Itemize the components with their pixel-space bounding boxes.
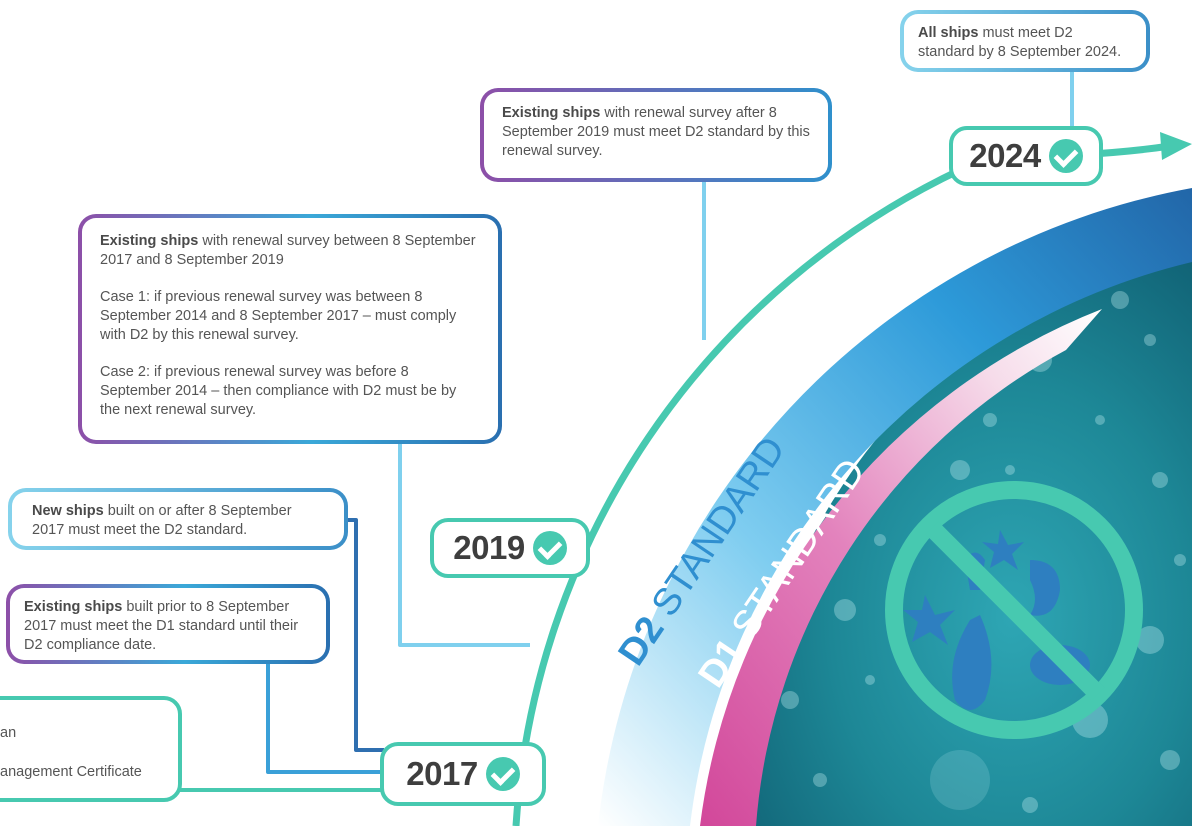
d1-standard-band — [700, 309, 1102, 826]
box-text: built on or after 8 September 2017 must … — [32, 503, 292, 538]
check-circle-icon — [532, 531, 567, 565]
box-text: must meet D2 standard by 8 September 202… — [918, 25, 1122, 60]
year-label: 2024 — [969, 137, 1041, 174]
check-circle-icon — [1048, 139, 1083, 173]
certificate-box: an anagement Certificate — [0, 696, 182, 802]
box-bold: New ships — [32, 503, 104, 519]
certificate-line-2: anagement Certificate — [0, 764, 142, 780]
connector-lines — [176, 70, 1074, 792]
renewal-2019-box: Existing ships with renewal survey after… — [480, 88, 832, 182]
box-bold: All ships — [918, 25, 979, 41]
timeline-arc — [512, 166, 962, 826]
check-circle-icon — [485, 757, 520, 791]
box-bold: Existing ships — [24, 599, 123, 615]
case-1-text: Case 1: if previous renewal survey was b… — [100, 289, 457, 343]
milestone-2024: 2024 — [949, 126, 1103, 186]
box-text: built prior to 8 September 2017 must mee… — [24, 599, 299, 653]
milestone-2017: 2017 — [380, 742, 546, 806]
case-2-text: Case 2: if previous renewal survey was b… — [100, 364, 457, 418]
box-text: with renewal survey after 8 September 20… — [502, 105, 810, 159]
box-bold: Existing ships — [100, 233, 199, 249]
box-bold: Existing ships — [502, 105, 601, 121]
existing-prior-box: Existing ships built prior to 8 Septembe… — [6, 584, 330, 664]
no-invasive-species-icon — [885, 481, 1143, 739]
renewal-between-box: Existing ships with renewal survey betwe… — [78, 214, 502, 444]
year-label: 2019 — [453, 529, 525, 566]
new-ships-box: New ships built on or after 8 September … — [8, 488, 348, 550]
d2-standard-band — [598, 188, 1192, 826]
year-label: 2017 — [406, 755, 478, 792]
milestone-2019: 2019 — [430, 518, 590, 578]
certificate-line-1: an — [0, 725, 17, 741]
all-ships-box: All ships must meet D2 standard by 8 Sep… — [900, 10, 1150, 72]
box-text: with renewal survey between 8 September … — [100, 233, 476, 268]
